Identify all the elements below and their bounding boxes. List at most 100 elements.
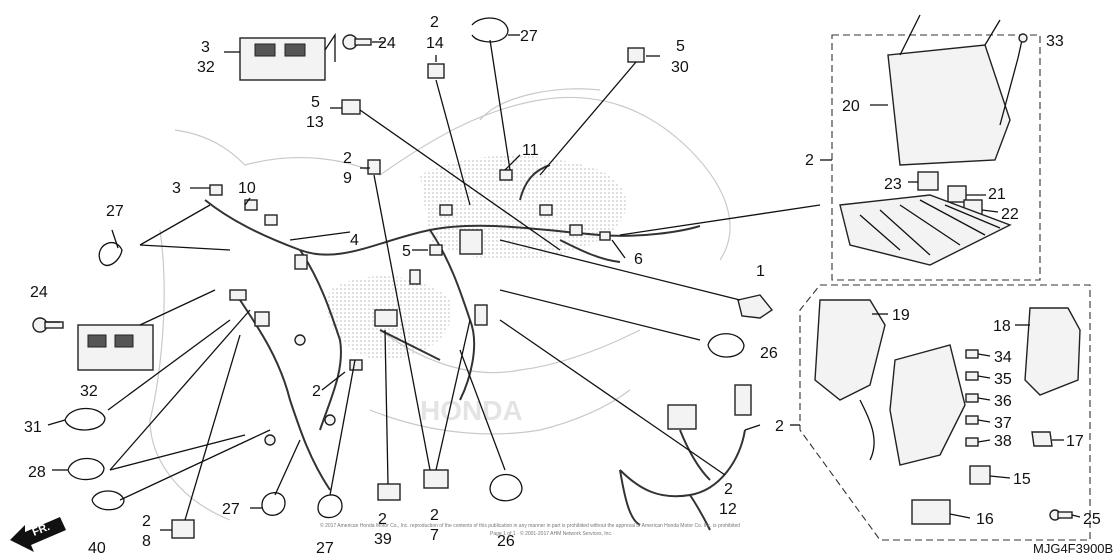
callout-c39: 34 [994, 349, 1012, 366]
clamp-28 [67, 457, 105, 481]
callout-c5-l0: 5 [676, 38, 685, 55]
callout-c23: 40 [88, 540, 106, 557]
clamp-27-bottom-b [317, 494, 343, 519]
callout-c13: 5 [402, 243, 411, 260]
callout-c29-l0: 2 [724, 481, 733, 498]
part-39 [377, 483, 401, 501]
part-7 [423, 469, 449, 489]
callout-c47: 25 [1083, 511, 1101, 528]
callout-c46: 16 [976, 511, 994, 528]
callout-c24: 27 [222, 501, 240, 518]
callout-c31: 20 [842, 98, 860, 115]
callout-c4: 27 [520, 28, 538, 45]
diagram-code: MJG4F3900B [1033, 541, 1113, 556]
copyright-line-2: Page 1 of 1 · © 2001-2017 AHM Network Se… [490, 530, 612, 537]
callout-c27-l1: 7 [430, 527, 439, 544]
callout-c41: 36 [994, 393, 1012, 410]
callout-c32: 2 [805, 152, 814, 169]
callout-c1-l0: 3 [201, 39, 210, 56]
callout-c34: 21 [988, 186, 1006, 203]
callout-c45: 15 [1013, 471, 1031, 488]
callout-c7-l0: 2 [343, 150, 352, 167]
part-1 [737, 294, 774, 319]
clamp-27-top [471, 17, 509, 43]
callout-c20: 2 [312, 383, 321, 400]
callout-c6-l1: 13 [306, 114, 324, 131]
callout-c12: 4 [350, 232, 359, 249]
leader-lines [45, 34, 1081, 531]
callout-c40: 35 [994, 371, 1012, 388]
fuse-box-group [820, 14, 1041, 281]
svg-text:27: 27 [430, 507, 439, 544]
callout-c18: 26 [760, 345, 778, 362]
bolt-24-left [32, 317, 64, 333]
callout-c38: 2 [775, 418, 784, 435]
callout-c26-l0: 2 [378, 511, 387, 528]
callout-c30: 33 [1046, 33, 1064, 50]
svg-text:214: 214 [426, 14, 444, 52]
callout-c37: 18 [993, 318, 1011, 335]
callout-c33: 23 [884, 176, 902, 193]
relay-box-32-top [239, 32, 336, 81]
callout-c9: 3 [172, 180, 181, 197]
clamp-26-bottom [489, 474, 523, 502]
callout-c10: 10 [238, 180, 256, 197]
callout-c44: 17 [1066, 433, 1084, 450]
part-9 [367, 159, 381, 175]
part-8 [171, 519, 195, 539]
callout-c22-l1: 8 [142, 533, 151, 550]
callout-c29-l1: 12 [719, 501, 737, 518]
callout-c25: 27 [316, 540, 334, 557]
callout-c7-l1: 9 [343, 170, 352, 187]
callout-c27-l0: 2 [430, 507, 439, 524]
clamp-31 [64, 407, 106, 431]
callout-c19: 31 [24, 419, 42, 436]
front-direction-arrow: FR. [10, 517, 66, 552]
callout-c5-l1: 30 [671, 59, 689, 76]
callout-c35: 22 [1001, 206, 1019, 223]
clamp-26-right [707, 333, 745, 358]
svg-text:28: 28 [142, 513, 151, 550]
callout-c14: 6 [634, 251, 643, 268]
callout-c2: 24 [378, 35, 396, 52]
part-13 [341, 99, 361, 115]
callout-c1-l1: 32 [197, 59, 215, 76]
svg-text:530: 530 [671, 38, 689, 76]
clamp-27-left [98, 241, 123, 266]
callout-c15: 1 [756, 263, 765, 280]
callout-c36: 19 [892, 307, 910, 324]
callout-c42: 37 [994, 415, 1012, 432]
callout-c17: 32 [80, 383, 98, 400]
callout-c22-l0: 2 [142, 513, 151, 530]
harness-connectors [209, 169, 611, 446]
callout-c3-l0: 2 [430, 14, 439, 31]
callout-c8: 11 [522, 142, 539, 159]
callout-c26-l1: 39 [374, 531, 392, 548]
callout-c6-l0: 5 [311, 94, 320, 111]
clamp-27-bottom-a [261, 492, 286, 516]
callout-c43: 38 [994, 433, 1012, 450]
svg-text:HONDA: HONDA [420, 395, 523, 426]
part-30 [627, 47, 645, 63]
callout-c21: 28 [28, 464, 46, 481]
svg-text:212: 212 [719, 481, 737, 518]
svg-text:29: 29 [343, 150, 352, 187]
callout-c28: 26 [497, 533, 515, 550]
callout-c11: 27 [106, 203, 124, 220]
battery-cable-12 [619, 384, 752, 526]
callout-c16: 24 [30, 284, 48, 301]
callout-c3-l1: 14 [426, 35, 444, 52]
relay-box-32-left [77, 324, 154, 371]
svg-text:239: 239 [374, 511, 392, 548]
bolt-24-top [342, 34, 372, 50]
motorcycle-outline: HONDA [149, 88, 731, 521]
svg-text:332: 332 [197, 39, 215, 76]
junction-box-group [790, 284, 1091, 541]
clamp-40 [91, 490, 125, 511]
copyright-line-1: © 2017 American Honda Motor Co., Inc. re… [320, 522, 740, 529]
part-14 [427, 63, 445, 79]
svg-text:513: 513 [306, 94, 324, 131]
